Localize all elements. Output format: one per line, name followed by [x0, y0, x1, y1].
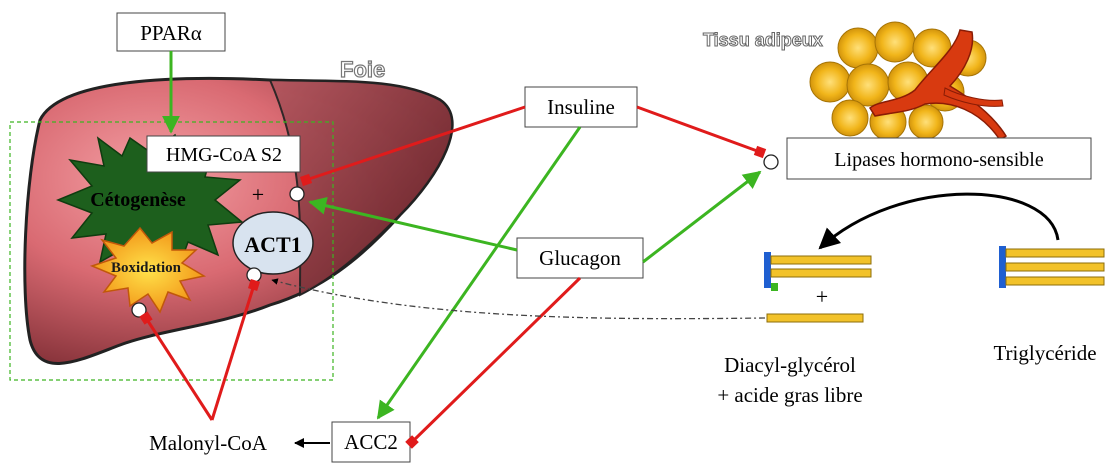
- act1-ellipse: [232, 211, 314, 275]
- receptor-circle-hmg: [289, 186, 305, 202]
- triglyceride-label: Triglycéride: [993, 341, 1096, 365]
- malonyl-inhibits-act1: [210, 278, 261, 421]
- glucagon-label: Glucagon: [539, 246, 621, 270]
- insuline-label: Insuline: [547, 95, 615, 119]
- free-fatty-acid: [766, 313, 864, 323]
- glucagon-box: [516, 237, 644, 279]
- glucagon-activates-lipases: [642, 170, 762, 264]
- triglyceride-molecule: [999, 246, 1105, 288]
- diacylglycerol-label-line1: Diacyl-glycérol: [724, 353, 856, 377]
- hmg-coa-label: HMG-CoA S2: [166, 144, 282, 166]
- act1-label: ACT1: [244, 232, 301, 257]
- lipolysis-arrow: [818, 192, 1060, 250]
- fatty-acid-transport-arrow: [271, 278, 766, 320]
- ppar-label: PPARα: [140, 21, 202, 45]
- diacylglycerol-label-line2: + acide gras libre: [717, 383, 862, 407]
- diacylglycerol-molecule: [764, 252, 872, 291]
- hmg-coa-box: [146, 135, 301, 173]
- lipases-label: Lipases hormono-sensible: [834, 149, 1044, 171]
- glucagon-inhibits-acc2: [405, 276, 582, 449]
- receptor-circle-box: [131, 302, 147, 318]
- plus-cetogenese: +: [252, 182, 264, 207]
- lipases-box: [786, 137, 1092, 180]
- malonyl-inhibits-boxidation: [139, 311, 214, 421]
- cetogenese-label: Cétogenèse: [90, 189, 186, 211]
- acc2-label: ACC2: [344, 430, 398, 454]
- receptor-circle-act1: [246, 267, 262, 283]
- boxidation-label: Boxidation: [111, 260, 182, 276]
- adipose-tissue: [809, 21, 1008, 142]
- insuline-box: [524, 86, 638, 128]
- insuline-activates-acc2: [376, 126, 582, 420]
- malonyl-coa-label: Malonyl-CoA: [149, 431, 268, 455]
- foie-label: Foie: [340, 57, 385, 82]
- boxidation-burst: [89, 226, 207, 314]
- glucagon-activates-hmg: [308, 196, 518, 252]
- insuline-inhibits-hmg: [299, 105, 526, 187]
- receptor-circle-lipases: [763, 154, 779, 170]
- insuline-inhibits-lipases: [636, 105, 767, 159]
- tissu-adipeux-label: Tissu adipeux: [703, 30, 823, 50]
- plus-fatty-acid: +: [816, 284, 828, 309]
